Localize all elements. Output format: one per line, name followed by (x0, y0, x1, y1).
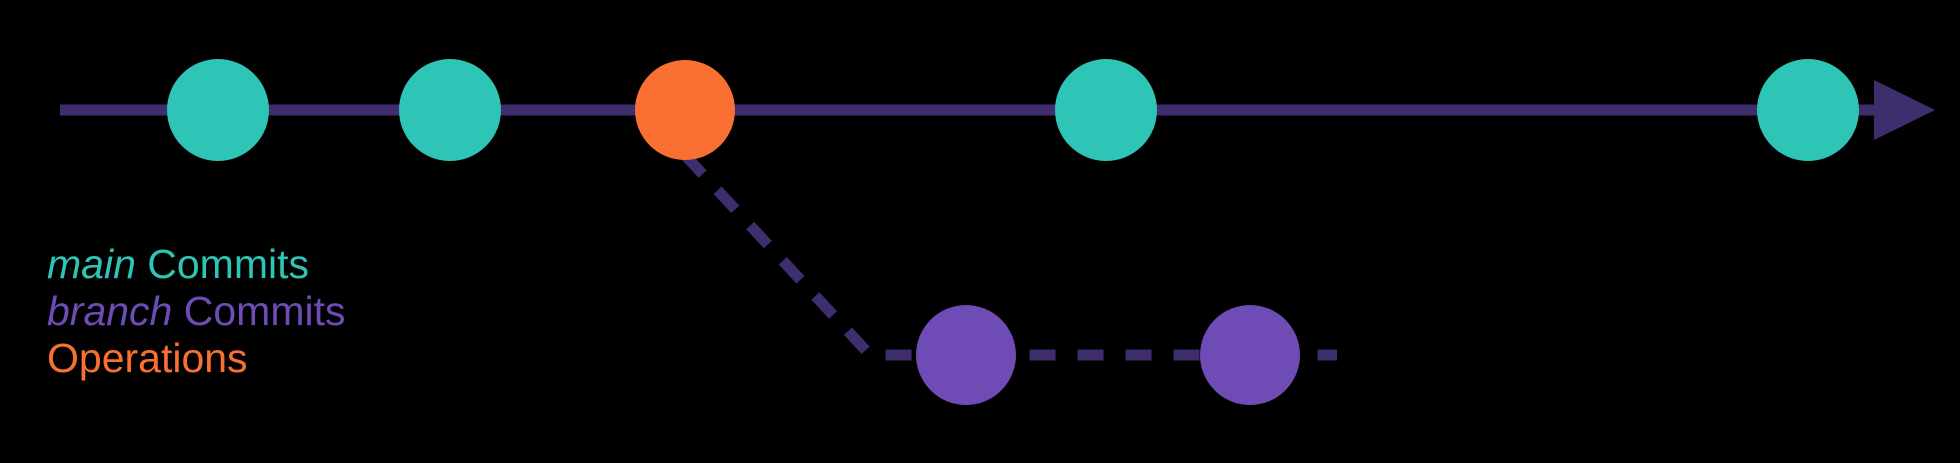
branch-commit-1[interactable] (916, 305, 1016, 405)
main-commit-3[interactable] (1055, 59, 1157, 161)
legend-item-main-commits: main Commits (47, 244, 747, 285)
legend-branch-ref: branch (47, 288, 173, 334)
legend-item-branch-commits: branch Commits (47, 291, 747, 332)
legend-main-label: Commits (135, 241, 309, 287)
main-commit-4[interactable] (1757, 59, 1859, 161)
commit-nodes-group (167, 59, 1859, 405)
main-commit-2[interactable] (399, 59, 501, 161)
feature-branch-line (680, 151, 1337, 361)
branch-commit-2[interactable] (1200, 305, 1300, 405)
main-commit-1[interactable] (167, 59, 269, 161)
legend: main Commits branch Commits Operations (47, 244, 747, 385)
legend-main-ref: main (47, 241, 136, 287)
main-branch-arrow-icon (1874, 80, 1935, 140)
operation-node[interactable] (635, 60, 735, 160)
legend-item-operations: Operations (47, 338, 747, 379)
legend-ops-label: Operations (47, 335, 248, 381)
legend-branch-label: Commits (172, 288, 346, 334)
main-branch-group (60, 80, 1935, 140)
